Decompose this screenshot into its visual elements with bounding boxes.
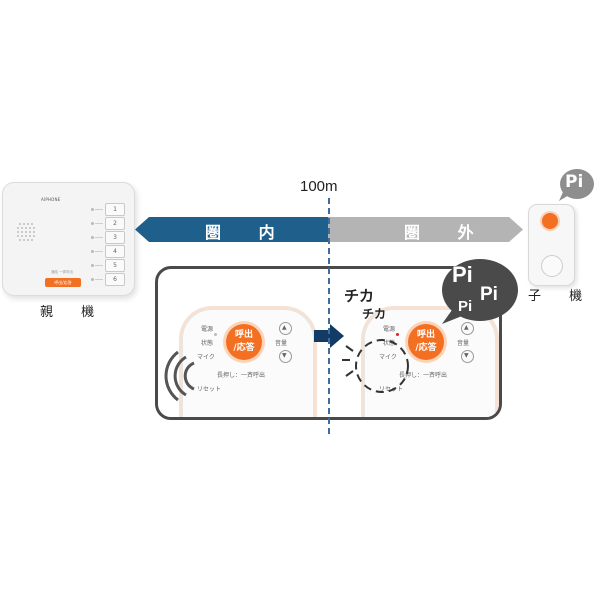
parent-key: 2	[105, 217, 125, 230]
parent-button-column: 1 2 3 4 5 6	[91, 203, 127, 287]
parent-brand: AIPHONE	[41, 197, 61, 202]
status-led-red	[396, 333, 399, 336]
parent-key: 3	[105, 231, 125, 244]
volume-up-icon: ▲	[279, 322, 292, 335]
call-label-1: 呼出	[416, 330, 435, 340]
parent-key: 4	[105, 245, 125, 258]
parent-button-row: 2	[91, 217, 127, 231]
status-label: 状態	[383, 340, 396, 347]
speech-bubble-icon	[559, 169, 594, 201]
zoom-device-out-of-range: 電源 状態 マイク 呼出 /応答 ▲ 音量 ▼ 長押し：一斉呼出 リセット	[364, 309, 496, 417]
range-boundary-line	[328, 198, 331, 434]
parent-unit-image: AIPHONE 1 2 3 4 5 6 通話 一斉呼出 呼出/応答	[2, 182, 135, 296]
volume-label: 音量	[275, 340, 288, 347]
power-label: 電源	[383, 326, 396, 333]
child-call-button	[542, 213, 558, 229]
call-answer-button: 呼出 /応答	[408, 324, 444, 360]
call-label-2: /応答	[415, 343, 437, 353]
distance-label: 100m	[300, 178, 338, 195]
sound-waves-icon	[164, 351, 195, 401]
parent-button-row: 1	[91, 203, 127, 217]
mic-label: マイク	[197, 354, 215, 361]
beep-text-1: Pi	[452, 262, 473, 287]
parent-key: 5	[105, 259, 125, 272]
speaker-grille-icon	[17, 223, 35, 241]
blink-text-1: チカ	[344, 287, 375, 305]
hint-long-press: 長押し：一斉呼出	[217, 372, 266, 379]
child-round-button	[541, 255, 563, 277]
out-of-range-arrow	[328, 217, 523, 242]
parent-button-row: 6	[91, 273, 127, 287]
call-answer-button: 呼出 /応答	[226, 324, 262, 360]
out-of-range-label: 圏 外	[404, 223, 490, 242]
blink-text-2: チカ	[362, 307, 387, 321]
beep-text-3: Pi	[458, 298, 473, 315]
zoom-panel: 電源 状態 マイク 呼出 /応答 ▲ 音量 ▼ 長押し：一斉呼出 リセット 電源…	[155, 266, 502, 420]
parent-call-button: 呼出/応答	[45, 278, 81, 287]
beep-bubble-icon	[442, 259, 518, 324]
volume-up-icon: ▲	[461, 322, 474, 335]
blink-highlight-icon	[342, 339, 409, 393]
child-unit-label: 子 機	[528, 289, 595, 304]
parent-status-text: 通話 一斉呼出	[51, 270, 74, 274]
parent-key: 1	[105, 203, 125, 216]
hint-long-press: 長押し：一斉呼出	[399, 372, 448, 379]
zoom-device-in-range: 電源 状態 マイク 呼出 /応答 ▲ 音量 ▼ 長押し：一斉呼出 リセット	[182, 309, 314, 417]
status-label: 状態	[201, 340, 214, 347]
in-range-label: 圏 内	[205, 223, 291, 242]
volume-label: 音量	[457, 340, 470, 347]
call-label-2: /応答	[233, 343, 255, 353]
parent-button-row: 5	[91, 259, 127, 273]
parent-button-row: 3	[91, 231, 127, 245]
volume-down-icon: ▼	[279, 350, 292, 363]
reset-label: リセット	[197, 386, 222, 393]
in-range-arrow	[135, 217, 328, 242]
mic-label: マイク	[379, 354, 397, 361]
power-label: 電源	[201, 326, 214, 333]
parent-button-row: 4	[91, 245, 127, 259]
child-unit-image	[528, 204, 575, 286]
volume-down-icon: ▼	[461, 350, 474, 363]
parent-key: 6	[105, 273, 125, 286]
parent-unit-label: 親 機	[40, 305, 107, 320]
call-label-1: 呼出	[234, 330, 253, 340]
beep-text-2: Pi	[480, 284, 498, 305]
child-bubble-text: Pi	[565, 172, 584, 192]
